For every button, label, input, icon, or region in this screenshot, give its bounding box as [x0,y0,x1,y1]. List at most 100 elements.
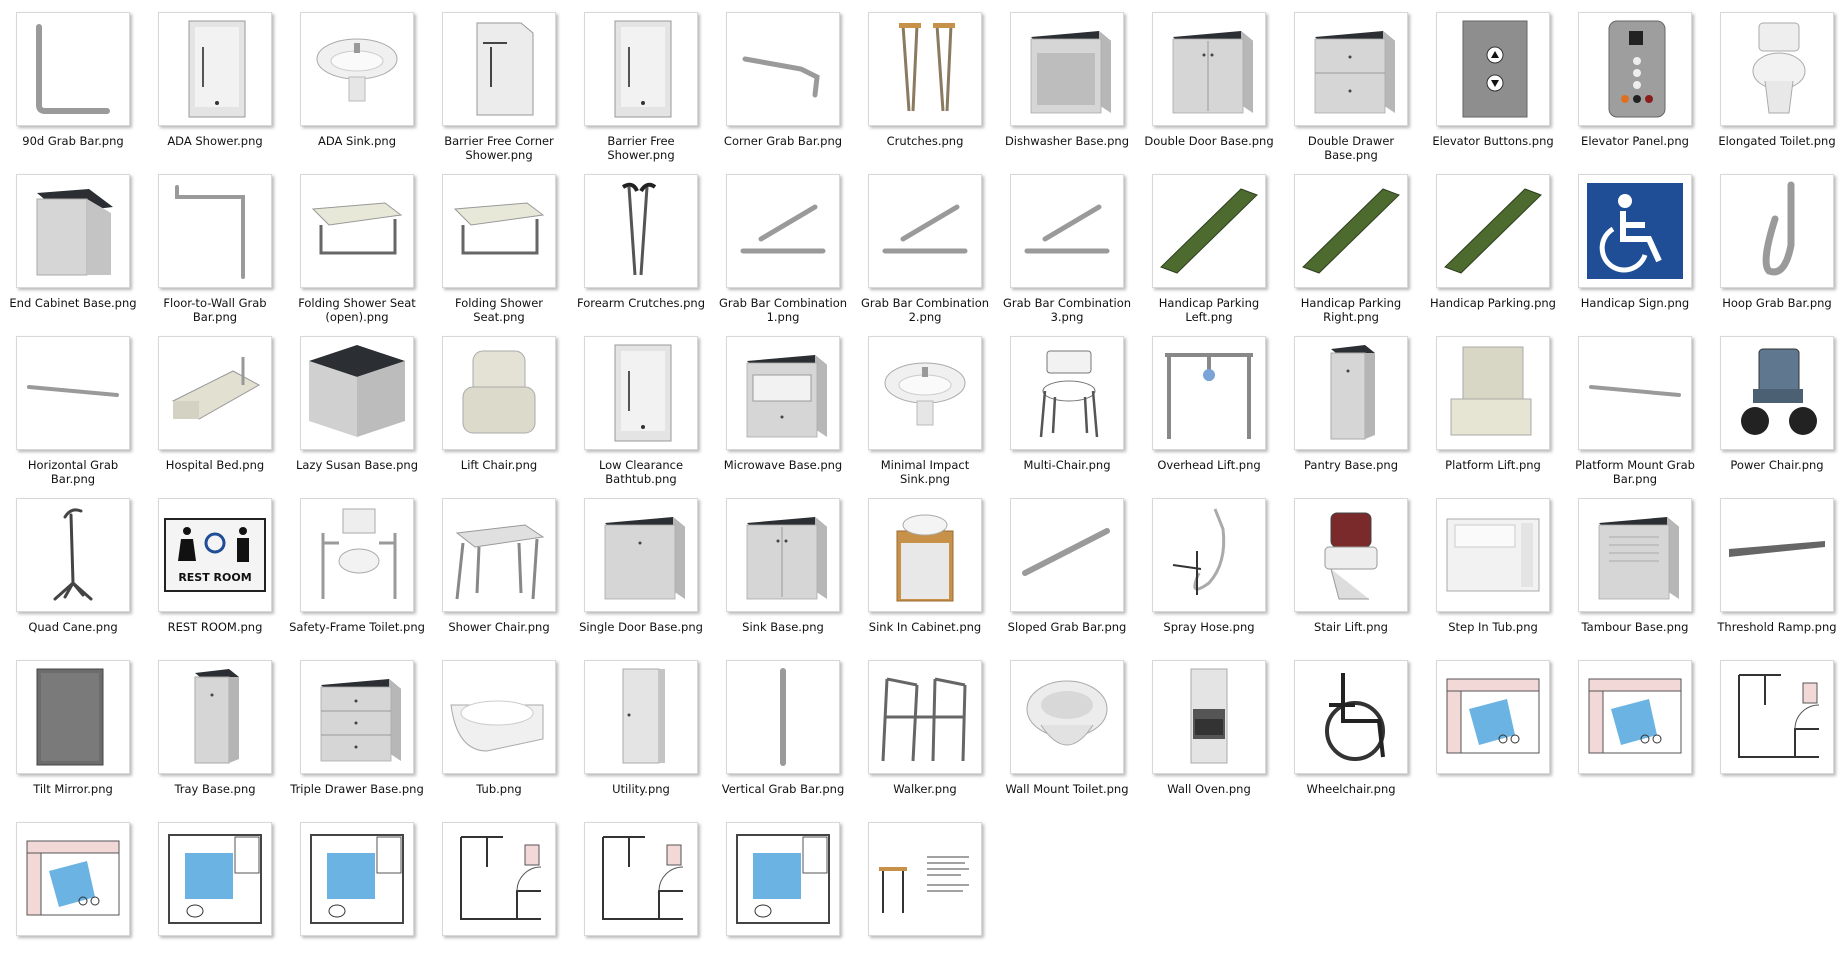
file-item[interactable]: Lazy Susan Base.png [286,324,428,486]
file-item[interactable] [286,810,428,972]
file-thumbnail[interactable] [868,498,982,612]
file-thumbnail[interactable] [300,498,414,612]
file-thumbnail[interactable] [868,660,982,774]
file-thumbnail[interactable] [16,822,130,936]
file-thumbnail[interactable] [1152,12,1266,126]
file-thumbnail[interactable] [158,174,272,288]
file-thumbnail[interactable] [1152,660,1266,774]
file-item[interactable]: Handicap Parking.png [1422,162,1564,324]
file-item[interactable] [854,810,996,972]
file-item[interactable] [2,810,144,972]
file-item[interactable]: Step In Tub.png [1422,486,1564,648]
file-thumbnail[interactable] [1436,336,1550,450]
file-item[interactable]: Grab Bar Combination 1.png [712,162,854,324]
file-item[interactable]: Elevator Buttons.png [1422,0,1564,162]
file-thumbnail[interactable] [1436,498,1550,612]
file-thumbnail[interactable] [442,12,556,126]
file-thumbnail[interactable] [442,498,556,612]
file-item[interactable]: Forearm Crutches.png [570,162,712,324]
file-thumbnail[interactable] [158,822,272,936]
file-thumbnail[interactable] [1294,336,1408,450]
file-thumbnail[interactable] [16,174,130,288]
file-thumbnail[interactable] [726,336,840,450]
file-item[interactable]: ADA Sink.png [286,0,428,162]
file-item[interactable]: Power Chair.png [1706,324,1844,486]
file-item[interactable]: Barrier Free Shower.png [570,0,712,162]
file-thumbnail[interactable] [1720,174,1834,288]
file-item[interactable]: Tilt Mirror.png [2,648,144,810]
file-item[interactable]: Elevator Panel.png [1564,0,1706,162]
file-item[interactable]: Triple Drawer Base.png [286,648,428,810]
file-thumbnail[interactable] [1010,498,1124,612]
file-item[interactable]: Utility.png [570,648,712,810]
file-thumbnail[interactable] [1578,498,1692,612]
file-thumbnail[interactable] [1010,174,1124,288]
file-thumbnail[interactable] [726,12,840,126]
file-thumbnail[interactable] [300,12,414,126]
file-item[interactable]: Lift Chair.png [428,324,570,486]
file-thumbnail[interactable] [300,174,414,288]
file-item[interactable]: Wheelchair.png [1280,648,1422,810]
file-item[interactable]: Horizontal Grab Bar.png [2,324,144,486]
file-item[interactable] [712,810,854,972]
file-item[interactable]: Tray Base.png [144,648,286,810]
file-thumbnail[interactable] [726,174,840,288]
file-thumbnail[interactable] [300,822,414,936]
file-item[interactable]: Shower Chair.png [428,486,570,648]
file-thumbnail[interactable] [1436,12,1550,126]
file-item[interactable]: Pantry Base.png [1280,324,1422,486]
file-thumbnail[interactable] [1152,336,1266,450]
file-item[interactable]: Quad Cane.png [2,486,144,648]
file-thumbnail[interactable] [726,822,840,936]
file-item[interactable]: Tub.png [428,648,570,810]
file-item[interactable]: Stair Lift.png [1280,486,1422,648]
file-thumbnail[interactable] [442,336,556,450]
file-thumbnail[interactable] [16,660,130,774]
file-item[interactable]: Corner Grab Bar.png [712,0,854,162]
file-item[interactable]: Handicap Sign.png [1564,162,1706,324]
file-thumbnail[interactable] [1578,660,1692,774]
file-item[interactable] [1706,648,1844,810]
file-thumbnail[interactable] [1294,498,1408,612]
file-item[interactable]: Wall Mount Toilet.png [996,648,1138,810]
file-item[interactable]: Grab Bar Combination 2.png [854,162,996,324]
file-thumbnail[interactable] [1578,12,1692,126]
file-thumbnail[interactable] [1010,12,1124,126]
file-thumbnail[interactable] [1010,336,1124,450]
file-item[interactable]: Crutches.png [854,0,996,162]
file-thumbnail[interactable] [584,822,698,936]
file-item[interactable] [428,810,570,972]
file-thumbnail[interactable] [300,336,414,450]
file-item[interactable]: Folding Shower Seat (open).png [286,162,428,324]
file-item[interactable]: Grab Bar Combination 3.png [996,162,1138,324]
file-item[interactable]: Barrier Free Corner Shower.png [428,0,570,162]
file-thumbnail[interactable] [1436,174,1550,288]
file-thumbnail[interactable] [1578,174,1692,288]
file-thumbnail[interactable] [442,822,556,936]
file-item[interactable]: Wall Oven.png [1138,648,1280,810]
file-thumbnail[interactable] [1720,12,1834,126]
file-item[interactable] [1422,648,1564,810]
file-item[interactable]: Vertical Grab Bar.png [712,648,854,810]
file-thumbnail[interactable] [158,336,272,450]
file-item[interactable]: Platform Lift.png [1422,324,1564,486]
file-thumbnail[interactable] [1436,660,1550,774]
file-thumbnail[interactable] [726,498,840,612]
file-item[interactable]: Platform Mount Grab Bar.png [1564,324,1706,486]
file-thumbnail[interactable] [868,174,982,288]
file-thumbnail[interactable] [868,822,982,936]
file-thumbnail[interactable] [1720,660,1834,774]
file-thumbnail[interactable] [584,12,698,126]
file-item[interactable]: Safety-Frame Toilet.png [286,486,428,648]
file-item[interactable]: Sink Base.png [712,486,854,648]
file-thumbnail[interactable] [16,498,130,612]
file-thumbnail[interactable] [868,12,982,126]
file-thumbnail[interactable] [1152,174,1266,288]
file-item[interactable]: Elongated Toilet.png [1706,0,1844,162]
file-thumbnail[interactable] [158,660,272,774]
file-thumbnail[interactable] [1294,660,1408,774]
file-thumbnail[interactable] [442,174,556,288]
file-thumbnail[interactable] [584,174,698,288]
file-item[interactable]: Hoop Grab Bar.png [1706,162,1844,324]
file-item[interactable]: Hospital Bed.png [144,324,286,486]
